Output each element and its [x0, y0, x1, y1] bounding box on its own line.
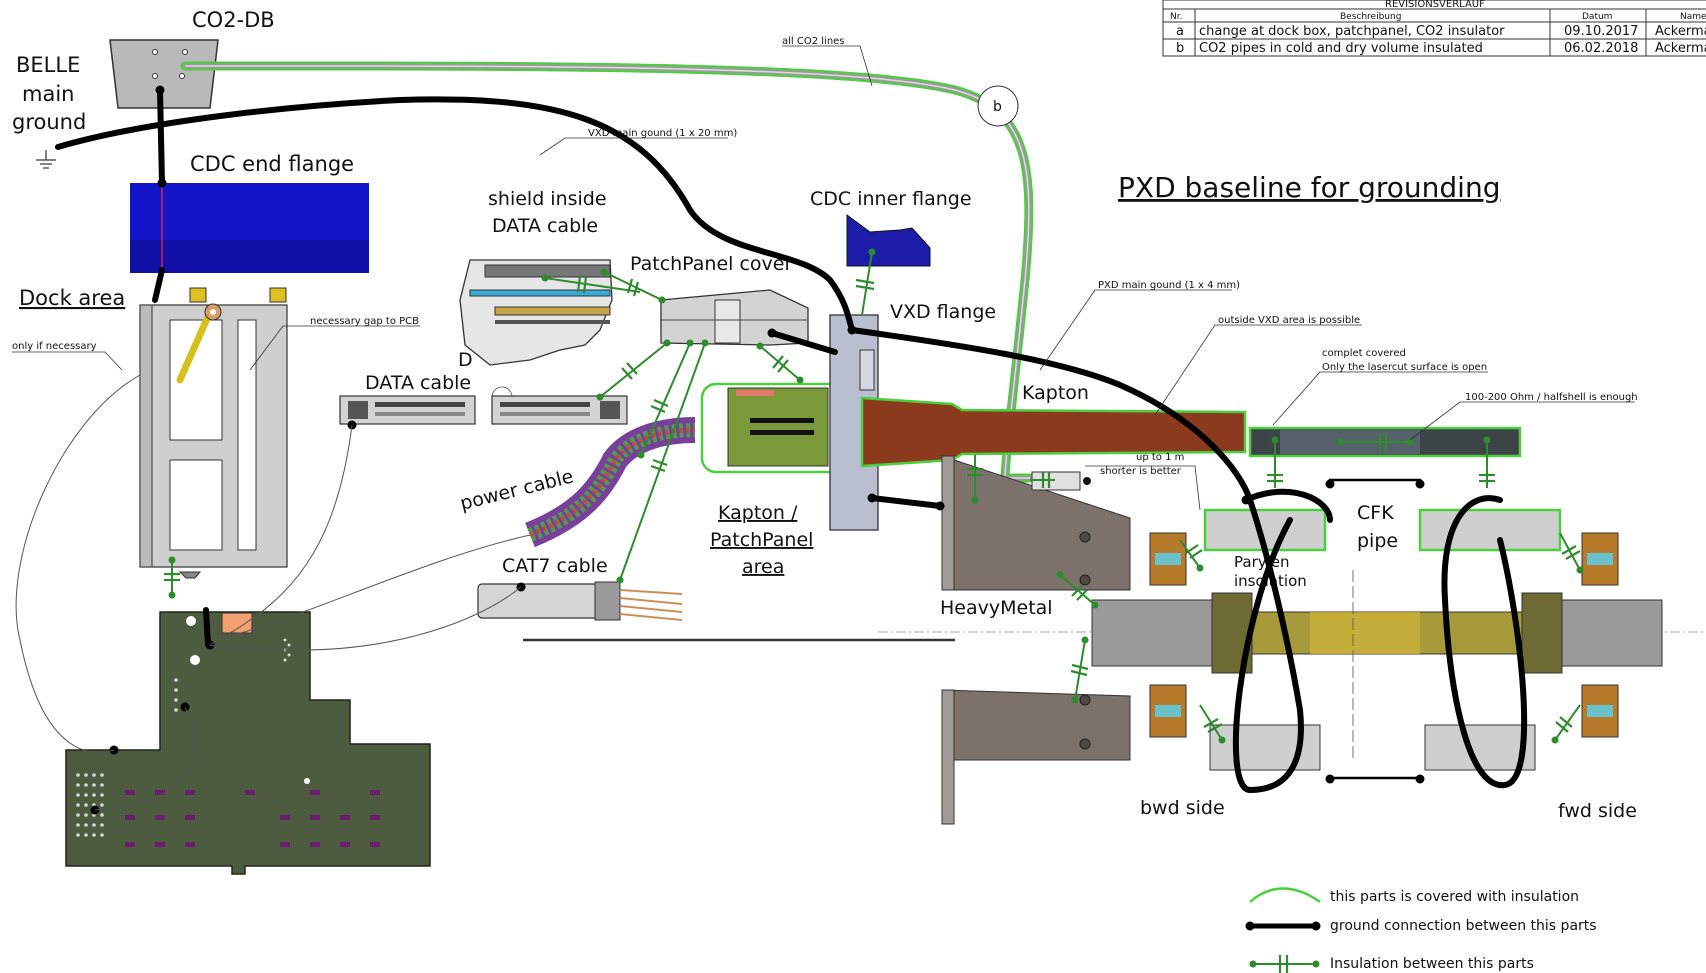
rev-header-nr: Nr. [1170, 12, 1182, 22]
fwd-side-label: fwd side [1558, 800, 1637, 822]
heavymetal: HeavyMetal [940, 455, 1131, 825]
insulator-capacitor-icon [164, 560, 180, 595]
dock-area-label: Dock area [19, 286, 125, 310]
cdc-inner-flange-label: CDC inner flange [810, 188, 972, 210]
cat7-cable-label: CAT7 cable [502, 555, 608, 577]
legend-item-insulator: Insulation between this parts [1330, 956, 1534, 972]
necessary-gap-note: necessary gap to PCB [310, 316, 419, 327]
rev-header-name: Name [1680, 12, 1706, 22]
insulator-endpoints [168, 248, 1584, 744]
ohm-note: 100-200 Ohm / halfshell is enough [1465, 392, 1638, 403]
patchpanel-board: Kapton / PatchPanel area [700, 382, 846, 578]
pxd-main-ground-note: PXD main gound (1 x 4 mm) [1098, 280, 1240, 291]
kapton-patchpanel-line3: area [742, 556, 784, 578]
shield-inside-line1: shield inside [488, 188, 607, 210]
rev-row-a-nr: a [1176, 24, 1184, 39]
kapton-patchpanel-line1: Kapton / [718, 502, 798, 524]
bwd-side-label: bwd side [1140, 797, 1225, 819]
kapton-patchpanel-line2: PatchPanel [710, 529, 813, 551]
dock-frame: Dock area [19, 286, 288, 579]
rev-row-b-desc: CO2 pipes in cold and dry volume insulat… [1199, 41, 1483, 56]
only-if-necessary-note: only if necessary [12, 341, 97, 352]
co2-db: CO2-DB [109, 8, 275, 109]
insulator-symbols [164, 251, 1581, 741]
revision-title: REVISIONSVERLAUF [1385, 0, 1485, 10]
insulation-wave-icon [1249, 887, 1321, 904]
heavymetal-label: HeavyMetal [940, 597, 1053, 619]
dock-pcb [65, 611, 431, 875]
page-title: PXD baseline for grounding [1118, 171, 1500, 204]
legend-item-insulation: this parts is covered with insulation [1330, 889, 1579, 905]
revision-table: REVISIONSVERLAUF Nr. Beschreibung Datum … [1162, 0, 1706, 57]
all-co2-lines-note: all CO2 lines [782, 36, 845, 47]
pcb-holes [76, 638, 291, 837]
rev-row-a-name: Ackerma [1655, 24, 1706, 39]
revision-b-marker: b [993, 99, 1002, 115]
power-cable: power cable [458, 417, 696, 548]
rev-row-b-date: 06.02.2018 [1564, 41, 1638, 56]
data-cable-label: DATA cable [365, 372, 471, 394]
co2-db-label: CO2-DB [192, 8, 275, 32]
insulator-legend-icon [1249, 955, 1320, 973]
parylen-line1: Parylen [1234, 553, 1290, 571]
thin-wires [15, 374, 531, 811]
belle-ground-line2: main [22, 82, 74, 106]
rev-row-a-desc: change at dock box, patchpanel, CO2 insu… [1199, 24, 1505, 39]
patchpanel-cover-label: PatchPanel cover [630, 253, 792, 275]
legend: this parts is covered with insulation gr… [1245, 887, 1597, 973]
d-marker: D [458, 349, 473, 371]
up-to-1m-line2: shorter is better [1100, 466, 1182, 477]
cat7-cable: CAT7 cable [477, 555, 683, 621]
rev-row-a-date: 09.10.2017 [1564, 24, 1638, 39]
belle-ground-line1: BELLE [16, 53, 80, 77]
up-to-1m-line1: up to 1 m [1136, 452, 1184, 463]
legend-item-ground: ground connection between this parts [1330, 918, 1597, 934]
vxd-main-ground-note: VXD main gound (1 x 20 mm) [588, 128, 737, 139]
rev-row-b-name: Ackerma [1655, 41, 1706, 56]
kapton-label: Kapton [1022, 382, 1089, 404]
patchpanel-cover: PatchPanel cover [630, 253, 809, 346]
data-cable: DATA cable [339, 372, 628, 425]
belle-ground-line3: ground [12, 110, 86, 134]
complet-covered-line2: Only the lasercut surface is open [1322, 362, 1487, 373]
shield-inside-line2: DATA cable [492, 215, 598, 237]
shield-inside-data-cable: shield inside DATA cable D [458, 188, 613, 408]
rev-header-date: Datum [1582, 12, 1612, 22]
outside-vxd-note: outside VXD area is possible [1218, 315, 1360, 326]
callouts: all CO2 lines VXD main gound (1 x 20 mm)… [12, 36, 1638, 642]
rev-header-desc: Beschreibung [1340, 12, 1401, 22]
cdc-end-flange-label: CDC end flange [190, 152, 354, 176]
vxd-flange-label: VXD flange [890, 301, 996, 323]
rev-row-b-nr: b [1176, 41, 1184, 56]
cdc-inner-flange: CDC inner flange [810, 188, 972, 267]
cdc-end-flange: CDC end flange [130, 152, 369, 273]
cfk-pipe-line2: pipe [1357, 530, 1398, 552]
complet-covered-line1: complet covered [1322, 348, 1406, 359]
belle-main-ground: BELLE main ground [12, 53, 86, 169]
pcb-pads [125, 790, 380, 847]
cfk-pipe-line1: CFK [1357, 502, 1394, 524]
